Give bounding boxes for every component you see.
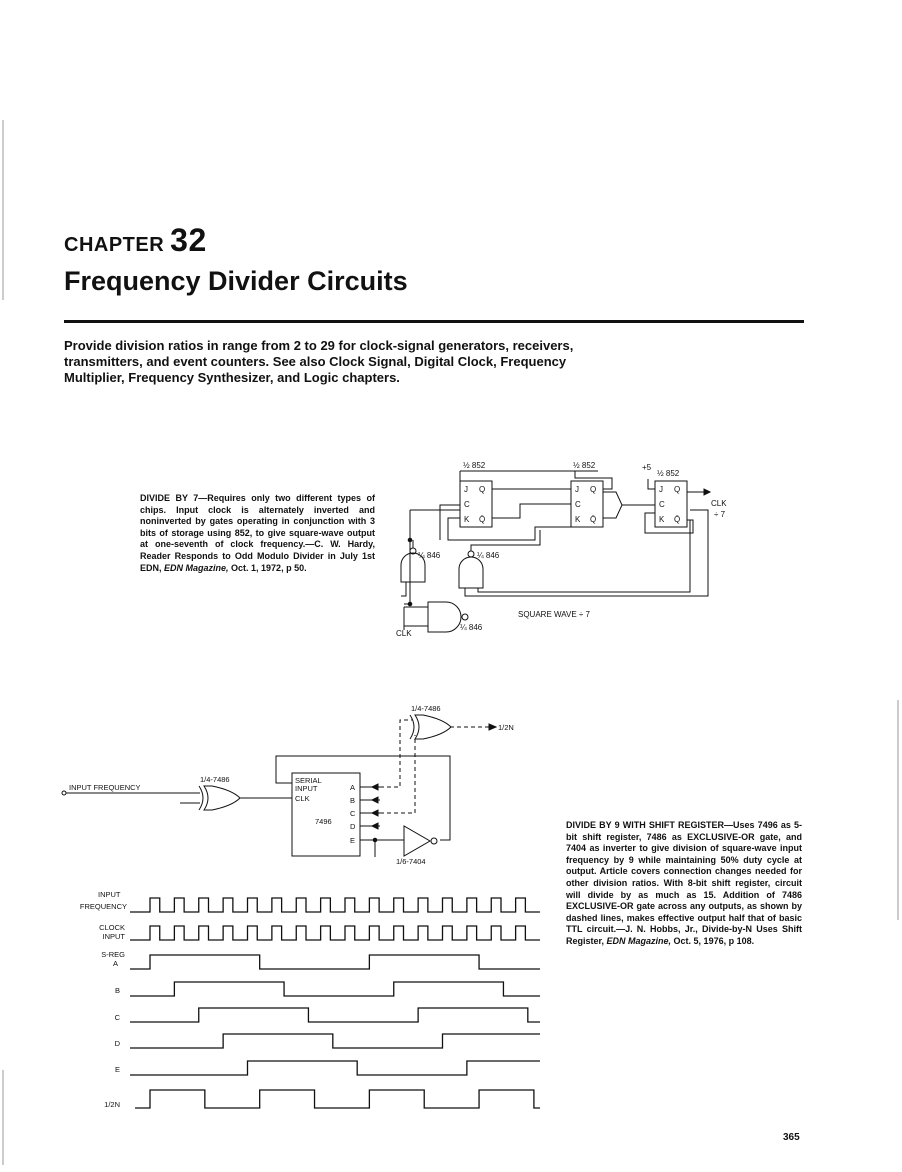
figure2-caption-date: Oct. 5, 1976, p 108. <box>671 935 755 946</box>
title-rule <box>64 320 804 323</box>
figure1-caption: DIVIDE BY 7—Requires only two different … <box>140 493 375 574</box>
ff3-qbar: Q̄ <box>674 515 680 524</box>
timing-labels: INPUT FREQUENCY CLOCK INPUT S-REG A B C … <box>80 890 127 1109</box>
input-frequency-label: INPUT FREQUENCY <box>69 783 141 792</box>
pin-b: B <box>350 796 355 805</box>
timing-label-sreg-1: S-REG <box>101 950 125 959</box>
ff1-qbar: Q̄ <box>479 515 485 524</box>
ff3-label: ½ 852 <box>657 469 680 478</box>
input-label: INPUT <box>295 784 318 793</box>
ff2-qbar: Q̄ <box>590 515 596 524</box>
ff3-j: J <box>659 485 663 494</box>
nand-gate-2 <box>458 556 484 589</box>
serial-label: SERIAL <box>295 776 322 785</box>
figure2-dashed <box>380 719 490 814</box>
chapter-title: Frequency Divider Circuits <box>64 266 408 296</box>
ff1-k: K <box>464 515 470 524</box>
timing-label-sreg-2: A <box>113 959 118 968</box>
clk-label: CLK <box>295 794 310 803</box>
ff3-box <box>654 480 688 528</box>
wave-input-frequency <box>130 897 540 913</box>
ff2-j: J <box>575 485 579 494</box>
figure2-schematic <box>61 755 451 857</box>
timing-waveforms <box>130 897 540 1109</box>
ff3-k: K <box>659 515 665 524</box>
xor-input-label: 1/4-7486 <box>200 775 230 784</box>
wave-b <box>130 981 540 997</box>
figure1-schematic <box>400 470 712 633</box>
chapter-label: CHAPTER <box>64 234 165 256</box>
shift-register-7496 <box>291 772 361 857</box>
xor-top-label: 1/4-7486 <box>411 704 441 713</box>
nand-gate-1 <box>400 552 426 583</box>
square-wave-label: SQUARE WAVE ÷ 7 <box>518 610 591 619</box>
figure2-caption-body: —Uses 7496 as 5-bit shift register, 7486… <box>566 820 802 946</box>
nand-gate-3 <box>427 601 462 633</box>
pin-d: D <box>350 822 356 831</box>
wave-half-n <box>135 1089 540 1109</box>
ff2-q: Q <box>590 485 596 494</box>
timing-label-b: B <box>115 986 120 995</box>
div7-label: ÷ 7 <box>714 510 726 519</box>
ff3-c: C <box>659 500 665 509</box>
scan-margin-marks <box>2 120 899 1165</box>
ff1-j: J <box>464 485 468 494</box>
pin-a: A <box>350 783 355 792</box>
gate1-label: ¼ 846 <box>418 551 441 560</box>
figure1-caption-head: DIVIDE BY 7 <box>140 493 199 503</box>
timing-label-d: D <box>115 1039 121 1048</box>
timing-label-input-1: INPUT <box>98 890 121 899</box>
figure1-caption-body: —Requires only two different types of ch… <box>140 493 375 573</box>
wave-e <box>130 1060 540 1076</box>
ff2-c: C <box>575 500 581 509</box>
plus5-label: +5 <box>642 463 652 472</box>
figure1-caption-source: EDN Magazine, <box>164 562 229 573</box>
timing-label-e: E <box>115 1065 120 1074</box>
wave-c <box>130 1007 540 1023</box>
ff1-label: ½ 852 <box>463 461 486 470</box>
chapter-number: 32 <box>170 222 207 258</box>
xor-gate-top <box>414 714 452 740</box>
figure2-caption-source: EDN Magazine, <box>606 935 672 946</box>
pin-e: E <box>350 836 355 845</box>
timing-label-c: C <box>115 1013 121 1022</box>
wave-clock-input <box>130 925 540 941</box>
figure2-caption: DIVIDE BY 9 WITH SHIFT REGISTER—Uses 749… <box>566 820 802 948</box>
ff2-label: ½ 852 <box>573 461 596 470</box>
chip-label: 7496 <box>315 817 332 826</box>
timing-label-input-2: FREQUENCY <box>80 902 127 911</box>
timing-label-clock-1: CLOCK <box>99 923 125 932</box>
inverter-7404 <box>403 825 432 857</box>
ff1-c: C <box>464 500 470 509</box>
timing-label-clock-2: INPUT <box>103 932 126 941</box>
ff1-q: Q <box>479 485 485 494</box>
timing-label-halfn: 1/2N <box>104 1100 120 1109</box>
xor-gate-input <box>203 785 241 811</box>
figure1-caption-date: Oct. 1, 1972, p 50. <box>228 562 307 573</box>
clk-out-label: CLK <box>711 499 727 508</box>
chapter-intro: Provide division ratios in range from 2 … <box>64 338 574 385</box>
ff3-q: Q <box>674 485 680 494</box>
pin-c: C <box>350 809 356 818</box>
figure2-caption-head: DIVIDE BY 9 WITH SHIFT REGISTER <box>566 820 725 830</box>
wave-sreg-a <box>130 954 540 970</box>
gate2-label: ¼ 846 <box>477 551 500 560</box>
figure2-xor-top <box>409 714 498 740</box>
inverter-label: 1/6-7404 <box>396 857 426 866</box>
gate3-label: ¼ 846 <box>460 623 483 632</box>
figure1-labels: ½ 852 ½ 852 +5 ½ 852 J Q C K Q̄ J Q C K … <box>396 461 727 638</box>
figure2-labels: 1/4-7486 1/2N INPUT FREQUENCY 1/4-7486 S… <box>69 704 514 866</box>
wave-d <box>130 1033 540 1049</box>
half-n-label: 1/2N <box>498 723 514 732</box>
clk-in-label: CLK <box>396 629 412 638</box>
ff1-box <box>459 480 493 528</box>
ff2-k: K <box>575 515 581 524</box>
page-number: 365 <box>783 1132 800 1143</box>
